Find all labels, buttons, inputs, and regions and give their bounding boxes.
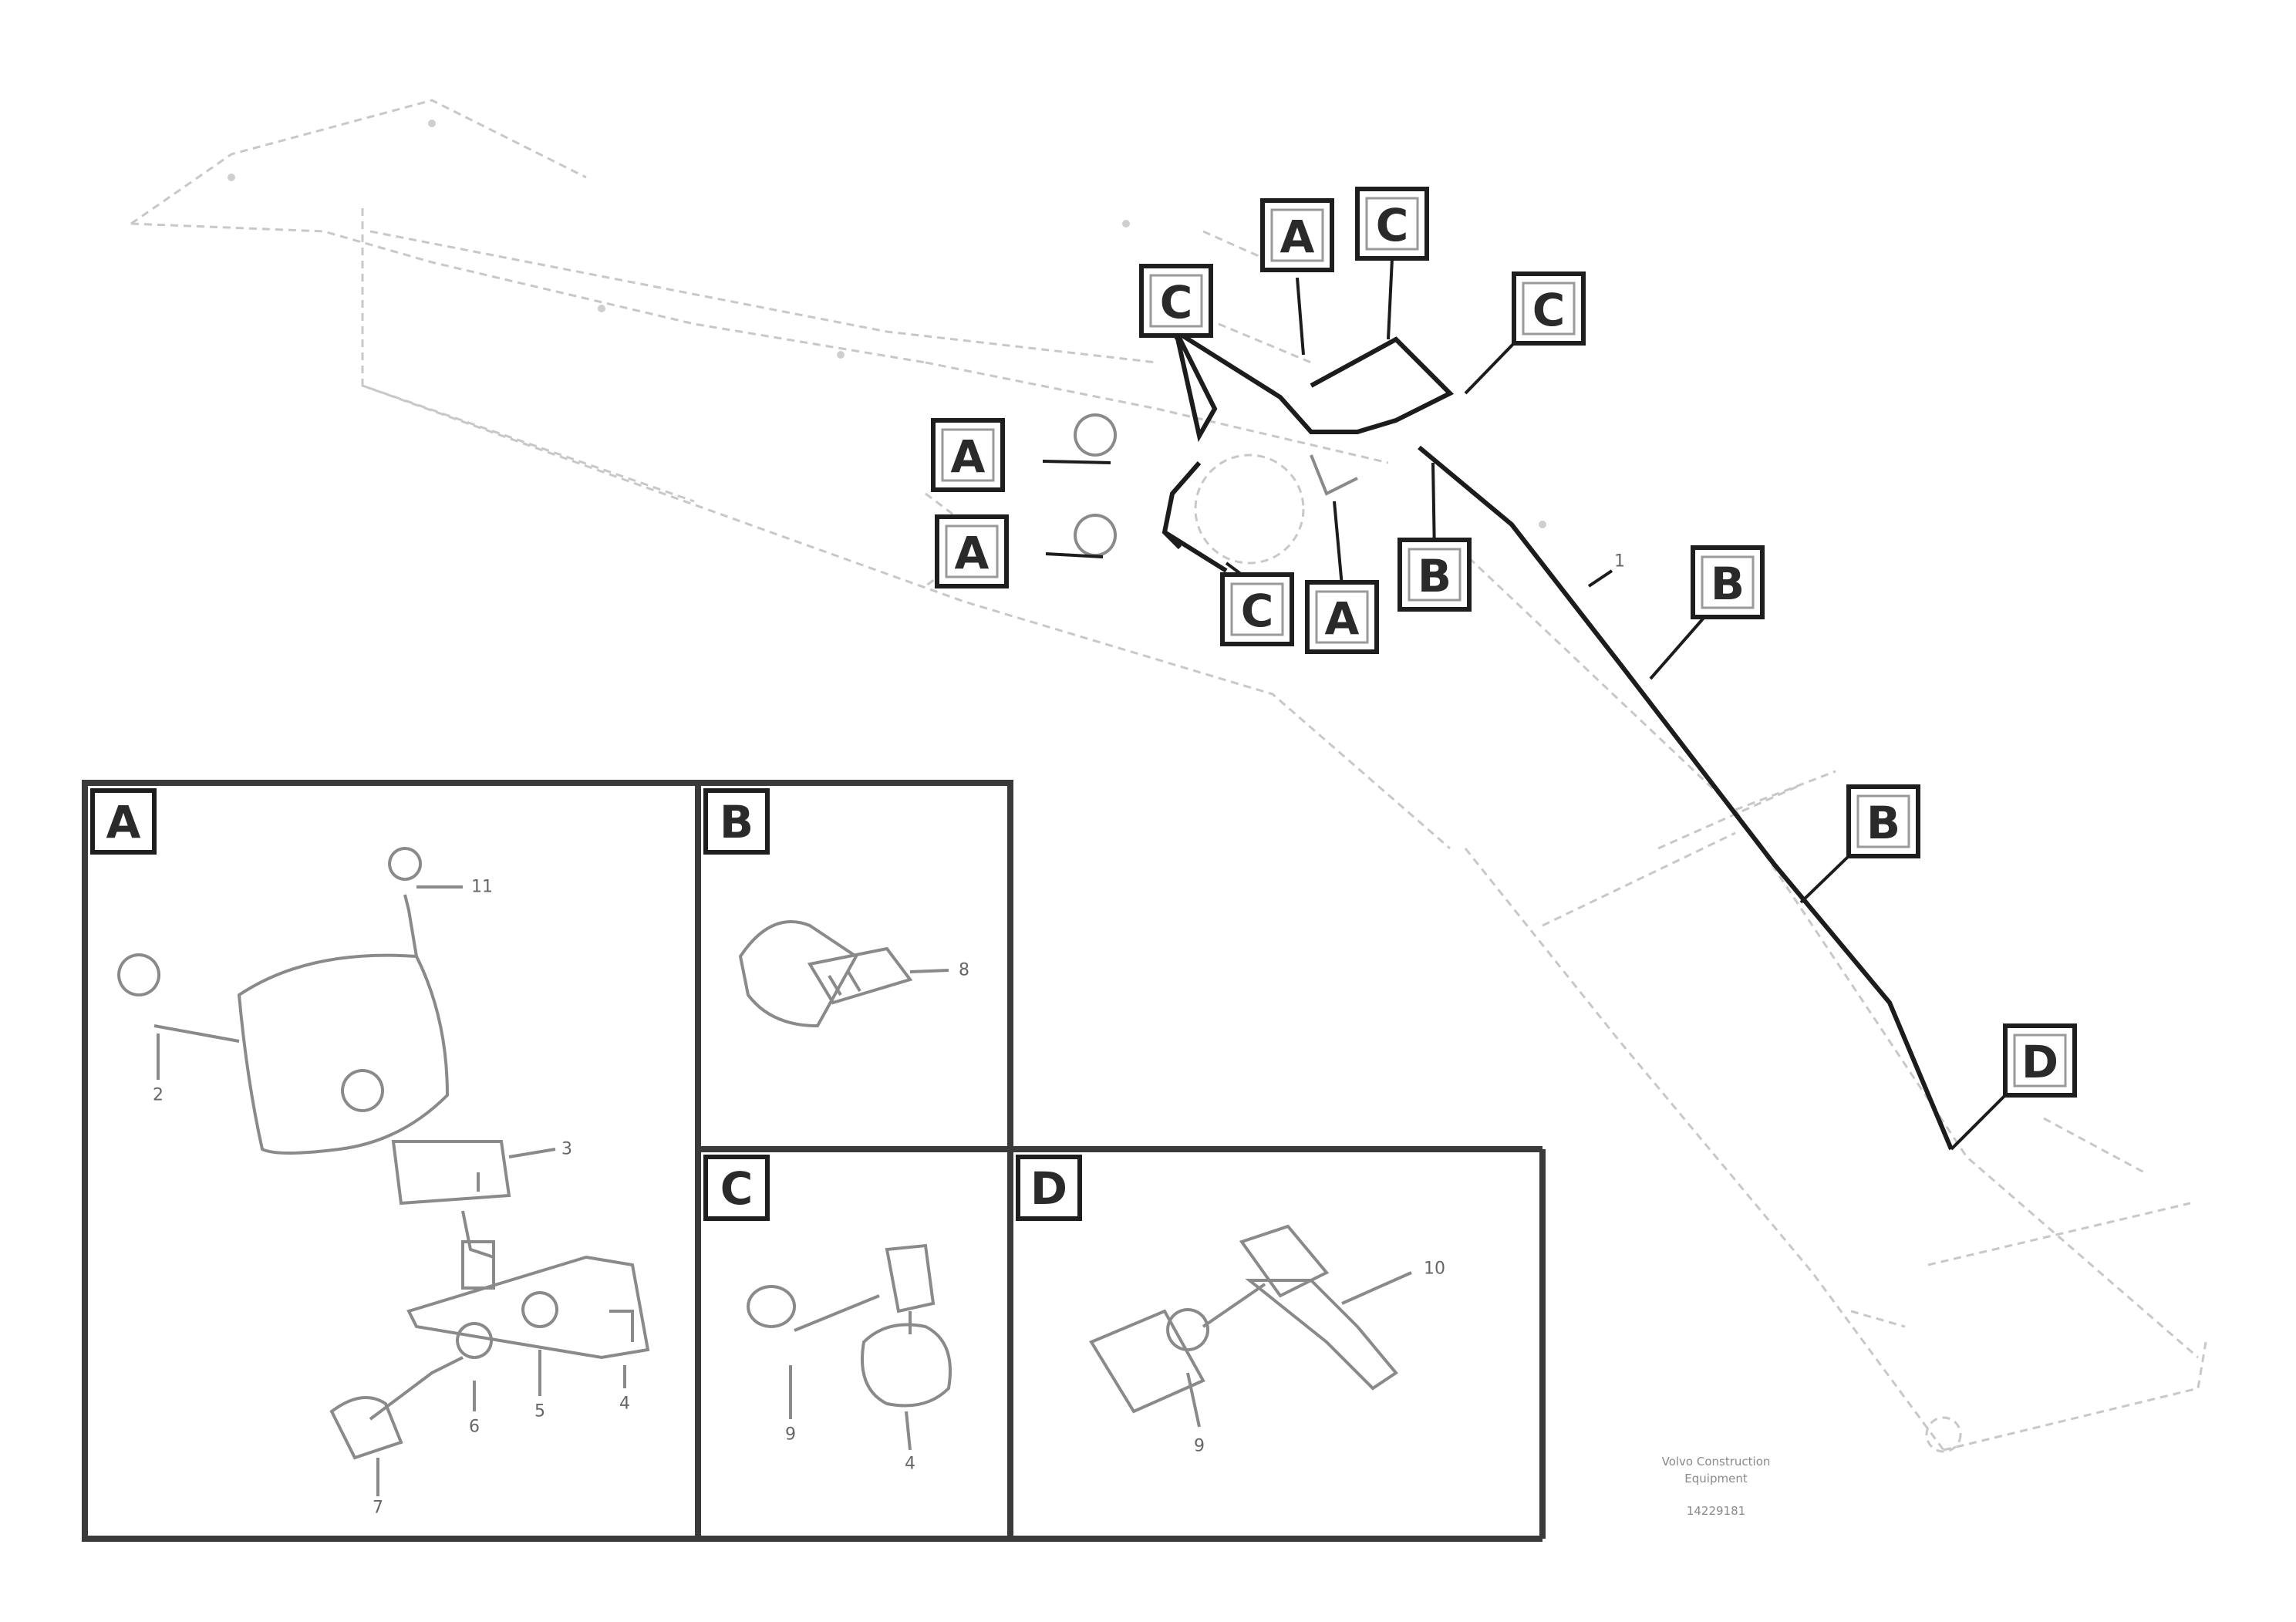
tag-text: A [951,430,986,483]
part-number: 6 [469,1418,480,1437]
part-number: 11 [471,878,493,897]
tag-text: B [1711,558,1745,610]
reference-line-1: Volvo Construction [1662,1455,1771,1469]
label-tag-c-right: C [1512,271,1586,346]
inset-d-parts [1089,1224,1412,1428]
tag-text: A [955,527,990,579]
tag-text: D [2021,1036,2058,1088]
label-tag-c-bottom: C [1220,572,1294,646]
label-tag-b-right-upper: B [1691,545,1765,619]
reference-line-3: 14229181 [1687,1504,1745,1518]
inset-c-parts [747,1243,952,1451]
inset-title-text: B [720,796,754,848]
tag-text: C [1376,199,1409,251]
hose-lines [1074,329,1954,1151]
tag-text: A [1325,592,1360,645]
tag-text: B [1866,797,1900,849]
part-number: 4 [905,1455,915,1474]
part-number: 1 [1614,552,1625,572]
inset-title-text: D [1030,1162,1067,1215]
inset-a-parts [117,847,650,1496]
label-tag-b-center: B [1397,538,1472,612]
tag-text: C [1241,585,1274,637]
part-number: 10 [1424,1259,1445,1279]
reference-stamp: Volvo Construction Equipment 14229181 [1662,1455,1771,1518]
inset-title-b: B [703,788,770,855]
inset-frames [82,780,1546,1542]
inset-title-text: A [106,796,141,848]
label-tag-a-top: A [1260,198,1334,272]
label-tag-a-bottom: A [1305,580,1379,654]
part-number: 4 [619,1394,630,1414]
label-tag-c-top: C [1355,187,1429,261]
leader-lines [1042,258,2007,1151]
arm-ghost-outline [130,99,2207,1453]
inset-title-a: A [90,788,157,855]
part-number: 9 [1194,1437,1205,1456]
part-number: 9 [785,1425,796,1445]
inset-title-c: C [703,1155,770,1221]
part-number: 7 [373,1499,383,1518]
label-tag-d-right: D [2003,1023,2077,1098]
tag-text: B [1418,550,1451,602]
reference-line-2: Equipment [1684,1472,1748,1485]
tag-text: A [1280,211,1315,263]
part-number: 2 [153,1086,164,1105]
tag-text: C [1532,284,1566,336]
part-number: 8 [959,961,969,980]
label-tag-a-left-lower: A [935,514,1009,588]
inset-b-parts [738,920,949,1028]
inset-title-d: D [1016,1155,1082,1221]
label-tag-b-right-lower: B [1846,784,1920,858]
part-number: 5 [534,1402,545,1421]
label-tag-a-left-upper: A [931,418,1005,492]
tag-text: C [1160,276,1193,329]
label-tag-c-top-left: C [1139,264,1213,338]
part-number: 3 [561,1140,572,1159]
inset-title-text: C [720,1162,754,1215]
